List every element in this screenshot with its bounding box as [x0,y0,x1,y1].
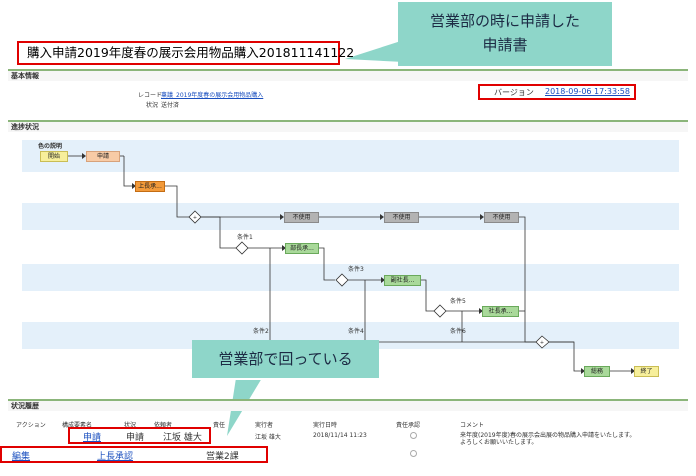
col-requester: 依頼者 [154,422,173,429]
section-basic-info: 基本情報 [8,69,688,81]
callout-top-line1: 営業部の時に申請した [429,12,580,30]
svg-text:+: + [193,215,197,221]
row1-comment-line2: よろしくお願いいたします。 [460,439,538,446]
gateway-icon [235,241,249,255]
version-box [478,84,636,100]
section-history: 状況履歴 [8,399,688,411]
row1-element-link[interactable]: 申請 [83,433,102,443]
condition-4: 条件4 [348,328,364,335]
callout-bottom-text: 営業部で回っている [218,350,353,368]
callout-top: 営業部の時に申請した 申請書 [398,2,612,66]
row1-highlight [68,427,211,444]
row2-element-link[interactable]: 上長承認 [97,452,134,462]
record-label: レコード [138,92,163,99]
version-label: バージョン [494,88,534,97]
gateway-icon [188,210,202,224]
col-comment: コメント [460,422,485,429]
condition-1: 条件1 [237,234,253,241]
callout-top-line2: 申請書 [482,36,528,54]
lane-band [22,264,679,291]
row2-requester: 営業2課 [206,452,239,462]
row1-executor: 江坂 雄大 [255,434,281,441]
gateway-icon [535,335,550,349]
approval-indicator-icon [410,450,417,457]
callout-bottom: 営業部で回っている [192,340,379,378]
status-value: 送付済 [161,102,180,109]
section-progress: 進捗状況 [8,120,688,132]
lane-band [22,140,679,172]
col-approval: 責任承認 [396,422,421,429]
condition-3: 条件3 [348,266,364,273]
col-executor: 実行者 [255,422,274,429]
legend-title: 色の説明 [38,143,63,150]
node-unused-1[interactable]: 不使用 [284,212,319,223]
page-title: 購入申請2019年度春の展示会用物品購入201811141122 [17,41,354,65]
node-vp[interactable]: 副社長... [384,275,421,286]
col-datetime: 実行日時 [313,422,338,429]
node-boss-approval[interactable]: 上長承... [135,181,165,192]
row1-datetime: 2018/11/14 11:23 [313,432,367,439]
col-status: 状況 [124,422,137,429]
node-apply[interactable]: 申請 [86,151,120,162]
gateway-icon [335,273,349,287]
status-label: 状況 [146,102,159,109]
node-unused-3[interactable]: 不使用 [484,212,519,223]
row2-edit-link[interactable]: 編集 [12,452,31,462]
condition-5: 条件5 [450,298,466,305]
version-link[interactable]: 2018-09-06 17:33:58 [545,87,630,96]
row1-status: 申請 [126,433,145,443]
approval-indicator-icon [410,432,417,439]
svg-text:+: + [540,340,544,346]
gateway-icon [433,304,447,318]
row1-requester: 江坂 雄大 [163,433,202,443]
col-action: アクション [16,422,46,429]
node-dept-head[interactable]: 部長承... [285,243,319,254]
row2-highlight [0,446,268,463]
record-link[interactable]: 稟議_2019年度春の展示会用物品購入 [161,92,264,99]
row1-comment-line1: 来年度(2019年度)春の展示会出展の物品購入申請をいたします。 [460,432,636,439]
col-element: 構成要素名 [62,422,93,429]
node-general-affairs[interactable]: 総務 [584,366,610,377]
node-president[interactable]: 社長承... [482,306,519,317]
condition-6: 条件6 [450,328,466,335]
condition-2: 条件2 [253,328,269,335]
lane-band [22,203,679,230]
node-unused-2[interactable]: 不使用 [384,212,419,223]
node-end[interactable]: 終了 [634,366,659,377]
col-responsibility: 責任 [213,422,226,429]
node-start[interactable]: 開始 [40,151,68,162]
